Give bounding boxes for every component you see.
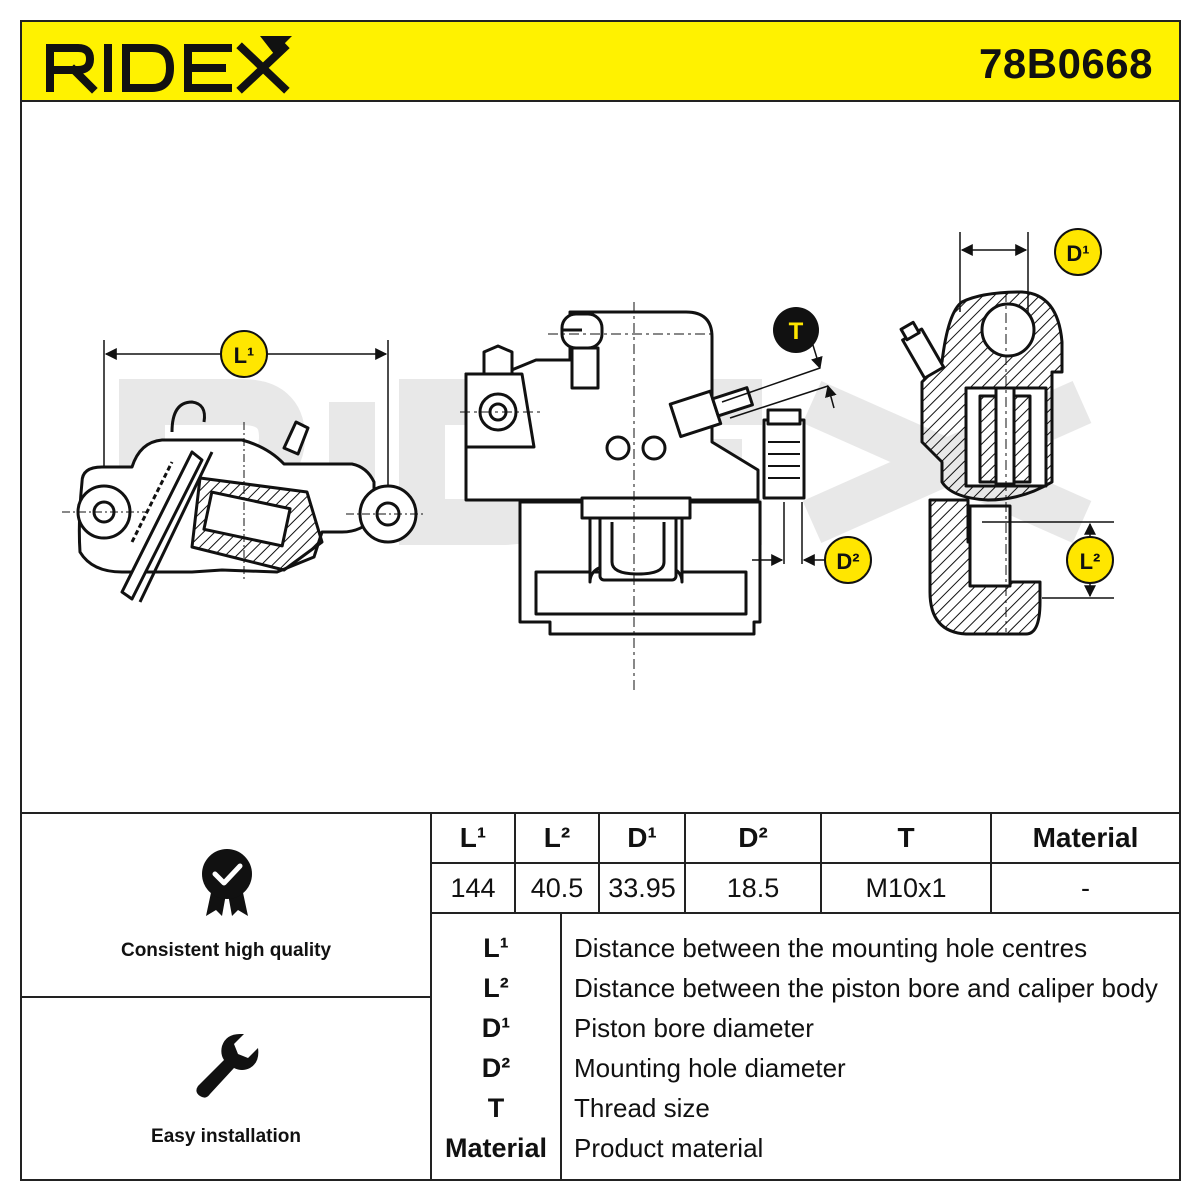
specs-panel: L¹ L² D¹ D² T Material 144 40.5 33.95 18… [432, 814, 1179, 1181]
legend-row: L¹ Distance between the mounting hole ce… [432, 928, 1179, 968]
spec-value-row: 144 40.5 33.95 18.5 M10x1 - [432, 864, 1179, 912]
spec-header-material: Material [1032, 822, 1139, 853]
callout-l1: L¹ [220, 330, 268, 378]
spec-header-t: T [822, 814, 992, 862]
spec-header-row: L¹ L² D¹ D² T Material [432, 814, 1179, 864]
callout-d2: D² [824, 536, 872, 584]
legend-divider [560, 914, 562, 1181]
spec-value-l1: 144 [432, 864, 516, 912]
feature-installation-label: Easy installation [151, 1126, 301, 1147]
spec-table: L¹ L² D¹ D² T Material 144 40.5 33.95 18… [432, 814, 1179, 914]
legend-row: D² Mounting hole diameter [432, 1048, 1179, 1088]
legend-desc: Distance between the piston bore and cal… [574, 973, 1158, 1003]
spec-header-d2: D² [686, 814, 822, 862]
legend-desc: Product material [574, 1133, 764, 1163]
legend-row: L² Distance between the piston bore and … [432, 968, 1179, 1008]
legend-row: Material Product material [432, 1128, 1179, 1168]
callout-d1: D¹ [1054, 228, 1102, 276]
product-sheet: 78B0668 [20, 20, 1181, 1181]
legend-table: L¹ Distance between the mounting hole ce… [432, 914, 1179, 1181]
legend-key: D¹ [481, 1013, 511, 1043]
callout-l2: L² [1066, 536, 1114, 584]
legend-row: T Thread size [432, 1088, 1179, 1128]
header-bar: 78B0668 [22, 22, 1179, 102]
legend-desc: Distance between the mounting hole centr… [574, 933, 1088, 963]
bottom-panel: Consistent high quality Easy installatio… [22, 814, 1179, 1181]
spec-value-d2: 18.5 [686, 864, 822, 912]
callout-t-label: T [789, 318, 804, 345]
part-number: 78B0668 [979, 40, 1153, 87]
caliper-front-view [460, 302, 837, 692]
caliper-section-view [899, 232, 1114, 636]
feature-installation: Easy installation [22, 998, 430, 1181]
legend-key: T [487, 1093, 505, 1123]
callout-t: T [773, 307, 819, 353]
ridex-logo [44, 32, 294, 94]
spec-header-d1: D¹ [600, 814, 686, 862]
feature-quality: Consistent high quality [22, 814, 430, 998]
spec-value-l2: 40.5 [516, 864, 600, 912]
technical-drawing: L¹ T D² D¹ L² [22, 102, 1179, 814]
spec-value-material: - [1081, 872, 1090, 903]
ridex-logo-mark [46, 36, 292, 94]
quality-badge-icon [192, 848, 262, 918]
callout-l2-label: L² [1080, 549, 1101, 574]
legend-row: D¹ Piston bore diameter [432, 1008, 1179, 1048]
legend-desc: Piston bore diameter [574, 1013, 814, 1043]
legend-key: L² [483, 973, 509, 1003]
caliper-drawing: L¹ T D² D¹ L² [62, 228, 1114, 692]
caliper-side-view [62, 340, 426, 603]
legend-desc: Thread size [574, 1093, 710, 1123]
spec-value-t: M10x1 [822, 864, 992, 912]
callout-l1-label: L¹ [234, 343, 255, 368]
spec-value-d1: 33.95 [600, 864, 686, 912]
wrench-icon [192, 1030, 262, 1100]
spec-header-l2: L² [516, 814, 600, 862]
legend-key: Material [444, 1133, 548, 1163]
legend-key: D² [481, 1053, 511, 1083]
legend-desc: Mounting hole diameter [574, 1053, 846, 1083]
callout-d1-label: D¹ [1066, 241, 1089, 266]
spec-header-l1: L¹ [432, 814, 516, 862]
features-panel: Consistent high quality Easy installatio… [22, 814, 432, 1181]
legend-key: L¹ [483, 933, 509, 963]
callout-d2-label: D² [836, 549, 859, 574]
feature-quality-label: Consistent high quality [120, 940, 332, 961]
